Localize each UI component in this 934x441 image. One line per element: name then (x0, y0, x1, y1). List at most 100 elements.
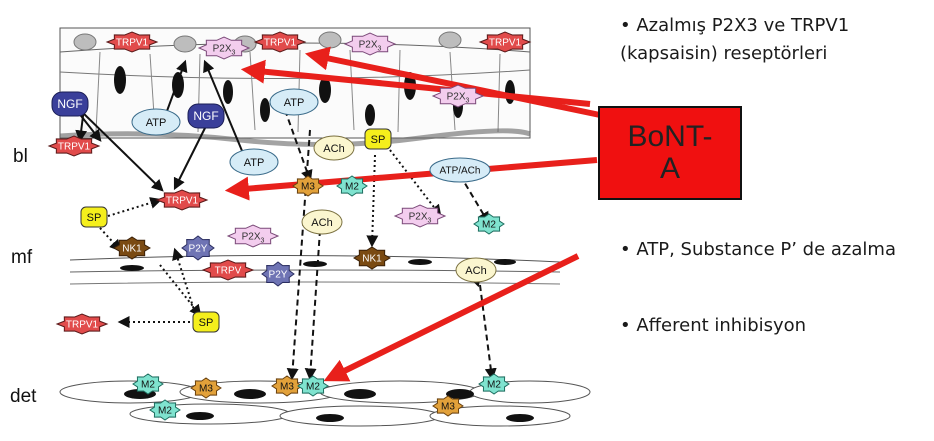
trpv1-receptor: TRPV1 (155, 189, 209, 211)
sp-marker: SP (364, 128, 392, 150)
atp-cloud: ATP (269, 88, 319, 116)
bont-effect-arrow (304, 46, 601, 118)
sp-marker: SP (192, 311, 220, 333)
svg-text:TRPV1: TRPV1 (489, 38, 522, 49)
p2x3-receptor: P2X3 (431, 84, 485, 108)
svg-text:ATP: ATP (284, 97, 305, 109)
svg-text:P2X3: P2X3 (242, 232, 265, 245)
signal-arrow (79, 109, 164, 192)
svg-text:P2Y: P2Y (189, 244, 208, 255)
signal-arrow (304, 229, 321, 381)
ngf-marker: NGF (187, 103, 225, 129)
signal-arrow (366, 154, 379, 248)
svg-text:M2: M2 (141, 380, 155, 391)
svg-text:M2: M2 (482, 220, 496, 231)
svg-text:SP: SP (371, 134, 386, 146)
p2x3-receptor: P2X3 (197, 36, 251, 60)
p2x3-receptor: P2X3 (343, 32, 397, 56)
svg-text:ACh: ACh (323, 143, 344, 155)
svg-text:ATP/ACh: ATP/ACh (440, 166, 481, 177)
ach-cloud: ACh (455, 257, 497, 283)
m2-receptor: M2 (149, 399, 181, 421)
svg-text:M2: M2 (487, 380, 501, 391)
trpv1-receptor: TRPV1 (105, 31, 159, 53)
svg-text:ATP: ATP (244, 157, 265, 169)
signal-arrow (159, 264, 202, 317)
m3-receptor: M3 (190, 377, 222, 399)
signal-arrow (284, 109, 313, 183)
svg-text:P2X3: P2X3 (447, 92, 470, 105)
bullet-afferent: • Afferent inhibisyon (620, 315, 807, 336)
svg-text:ACh: ACh (465, 265, 486, 277)
p2y-receptor: P2Y (261, 261, 295, 287)
ach-cloud: ACh (301, 209, 343, 235)
bullet-receptors-line2: (kapsaisin) reseptörleri (620, 43, 828, 64)
svg-text:M3: M3 (199, 384, 213, 395)
svg-text:NGF: NGF (57, 97, 82, 111)
svg-text:TRPV1: TRPV1 (116, 38, 149, 49)
signal-arrow (172, 247, 196, 314)
svg-text:TRPV1: TRPV1 (166, 196, 199, 207)
layer-label-bl: bl (13, 146, 28, 167)
svg-text:M3: M3 (441, 402, 455, 413)
svg-text:M2: M2 (306, 382, 320, 393)
svg-text:NGF: NGF (193, 109, 218, 123)
svg-text:NK1: NK1 (362, 254, 382, 265)
signal-arrow (286, 129, 311, 381)
svg-text:TRPV1: TRPV1 (66, 320, 99, 331)
svg-text:SP: SP (199, 317, 214, 329)
svg-text:ATP: ATP (146, 117, 167, 129)
svg-text:M3: M3 (301, 182, 315, 193)
sp-marker: SP (80, 206, 108, 228)
trpv1-receptor: TRPV1 (253, 31, 307, 53)
m2-receptor: M2 (478, 373, 510, 395)
p2x3-receptor: P2X3 (226, 224, 280, 248)
m2-receptor: M2 (132, 373, 164, 395)
trpv1-receptor: TRPV1 (478, 31, 532, 53)
signal-arrow (173, 127, 206, 191)
m2-receptor: M2 (297, 375, 329, 397)
layer-label-det: det (10, 386, 37, 407)
svg-text:TRPV1: TRPV1 (58, 142, 91, 153)
atp-cloud: ATP (229, 148, 279, 176)
bont-label-line1: BoNT- (627, 120, 713, 153)
svg-text:M3: M3 (280, 382, 294, 393)
ach-cloud: ACh (313, 135, 355, 161)
signal-arrow (459, 174, 490, 225)
ngf-marker: NGF (51, 91, 89, 117)
nk1-receptor: NK1 (113, 236, 151, 260)
bullet-receptors-line1: • Azalmış P2X3 ve TRPV1 (620, 15, 850, 36)
atp-cloud: ATP (131, 108, 181, 136)
bont-effect-arrows (224, 46, 601, 382)
trpv-receptor: TRPV (201, 259, 255, 281)
signal-arrow (77, 111, 102, 142)
signal-arrow (107, 197, 163, 217)
m2-receptor: M2 (336, 175, 368, 197)
bont-a-box: BoNT- A (598, 106, 742, 200)
svg-text:TRPV: TRPV (215, 266, 242, 277)
svg-text:P2X3: P2X3 (409, 212, 432, 225)
layer-label-mf: mf (11, 247, 33, 268)
bont-label-line2: A (659, 152, 680, 185)
bullet-atp-sp: • ATP, Substance P’ de azalma (620, 239, 896, 260)
m3-receptor: M3 (271, 375, 303, 397)
trpv1-receptor: TRPV1 (55, 313, 109, 335)
svg-text:ACh: ACh (311, 217, 332, 229)
m2-receptor: M2 (473, 213, 505, 235)
m3-receptor: M3 (292, 175, 324, 197)
trpv1-receptor: TRPV1 (47, 135, 101, 157)
svg-text:P2Y: P2Y (269, 270, 288, 281)
bullet-receptors: • Azalmış P2X3 ve TRPV1 (kapsaisin) rese… (620, 12, 849, 68)
atp-ach-cloud: ATP/ACh (429, 157, 491, 183)
nk1-receptor: NK1 (353, 246, 391, 270)
signal-arrow (389, 149, 442, 217)
bont-effect-arrow (224, 157, 598, 201)
svg-text:NK1: NK1 (122, 244, 142, 255)
detrusor-cells (59, 380, 591, 427)
svg-text:SP: SP (87, 212, 102, 224)
svg-text:P2X3: P2X3 (359, 40, 382, 53)
svg-text:TRPV1: TRPV1 (264, 38, 297, 49)
